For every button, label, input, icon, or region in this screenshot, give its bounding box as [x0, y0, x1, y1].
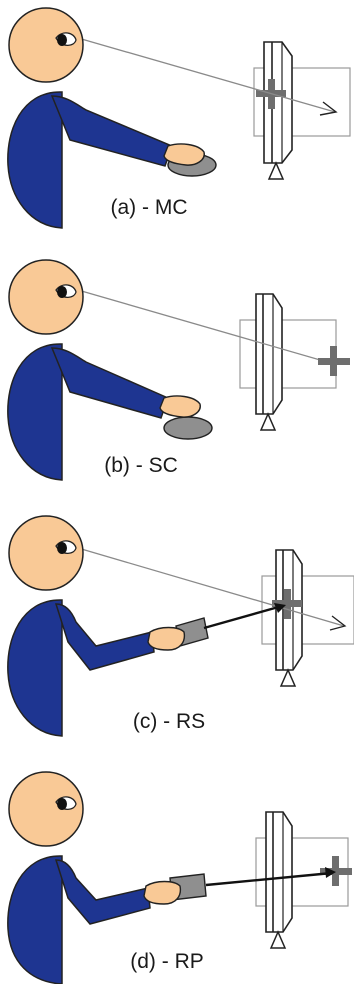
panel-d-illustration	[7, 771, 352, 984]
display-stand	[279, 668, 297, 687]
display-stand	[259, 412, 277, 431]
person-arm	[50, 347, 169, 419]
mouse-device	[163, 416, 213, 440]
person-head	[8, 259, 84, 335]
person-body	[7, 91, 63, 229]
person-arm	[54, 859, 151, 925]
pointer-arrowhead	[274, 603, 286, 613]
person-head	[8, 515, 84, 591]
panel-b-illustration	[7, 259, 350, 481]
pointer-ray	[205, 871, 333, 887]
gaze-arrowhead	[329, 615, 347, 631]
panel-d: (d) - RP	[0, 738, 354, 984]
gaze-ray	[77, 37, 336, 113]
person-hand	[163, 143, 205, 166]
person-head	[8, 7, 84, 83]
display-device	[265, 811, 293, 933]
gaze-arrowhead	[319, 101, 338, 116]
panel-d-caption: (d) - RP	[130, 950, 204, 973]
screen-outline	[253, 67, 351, 137]
person-hand	[159, 395, 201, 418]
display-device	[255, 293, 283, 415]
panel-b-caption: (b) - SC	[104, 454, 178, 477]
person-body	[7, 855, 63, 984]
person-arm	[54, 603, 155, 671]
person-body	[7, 343, 63, 481]
person-hand	[143, 880, 182, 905]
gaze-ray	[77, 547, 345, 627]
panel-b: (b) - SC	[0, 246, 354, 492]
panel-c: (c) - RS	[0, 492, 354, 738]
panel-a-caption: (a) - MC	[110, 196, 188, 219]
gaze-ray	[77, 289, 335, 365]
panel-a: (a) - MC	[0, 0, 354, 246]
person-hand	[147, 626, 186, 651]
display-stand	[269, 930, 287, 949]
person-arm	[50, 95, 173, 167]
person-head	[8, 771, 84, 847]
pointer-arrowhead	[325, 867, 336, 878]
person-body	[7, 599, 63, 737]
panel-c-caption: (c) - RS	[132, 710, 206, 733]
pointer-ray	[203, 604, 283, 630]
panel-a-illustration	[7, 7, 351, 229]
display-stand	[267, 161, 285, 180]
screen-outline	[261, 575, 354, 645]
panel-c-illustration	[7, 515, 354, 737]
screen-outline	[239, 319, 337, 389]
